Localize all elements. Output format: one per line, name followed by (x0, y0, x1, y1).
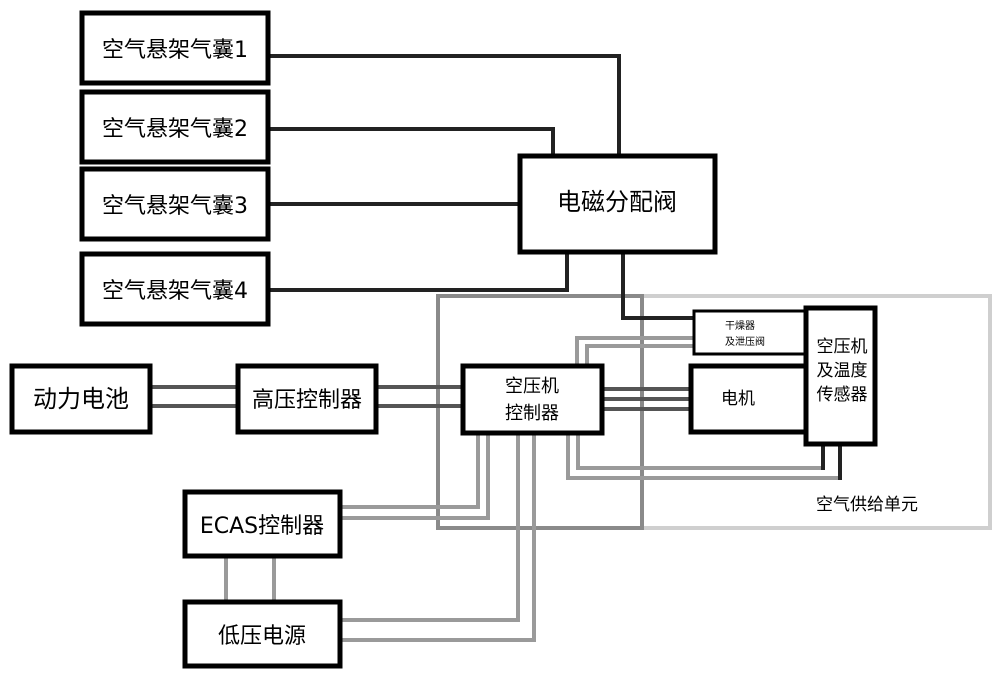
solenoid-valve-block: 电磁分配阀 (517, 153, 718, 255)
temp-sensor-label-3: 传感器 (817, 385, 868, 405)
power-battery-label: 动力电池 (33, 385, 129, 413)
wire-lv-controller-2 (340, 433, 536, 642)
compressor-controller-label-1: 空压机 (505, 376, 559, 397)
compressor-controller-label-2: 控制器 (505, 403, 559, 424)
dryer-valve-label-2: 及泄压阀 (725, 335, 765, 348)
motor-block: 电机 (688, 363, 809, 435)
solenoid-valve-label: 电磁分配阀 (557, 188, 677, 216)
airbag-2-label: 空气悬架气囊2 (102, 117, 248, 142)
wire-lv-controller-1 (340, 433, 520, 622)
pipe-airbag2-valve (268, 127, 555, 156)
pipe-airbag1-valve (268, 54, 621, 156)
wire-controller-dryer-2 (585, 344, 694, 366)
power-battery-block: 动力电池 (9, 363, 153, 435)
ecas-controller-block: ECAS控制器 (182, 489, 343, 559)
airbag-3-block: 空气悬架气囊3 (79, 166, 271, 242)
lv-power-label: 低压电源 (218, 624, 306, 649)
airbag-2-block: 空气悬架气囊2 (79, 89, 271, 165)
air-supply-unit-label: 空气供给单元 (816, 495, 918, 515)
compressor-controller-enclosure (436, 294, 644, 530)
pipe-airbag4-valve (268, 252, 569, 292)
wire-controller-sensor-2 (576, 433, 825, 470)
motor-label: 电机 (721, 389, 755, 409)
temp-sensor-label-2: 及温度 (817, 361, 868, 381)
compressor-controller-block: 空压机 控制器 (460, 363, 605, 436)
compressor-temp-sensor-block: 空压机 及温度 传感器 (803, 305, 878, 447)
hv-controller-block: 高压控制器 (235, 363, 379, 435)
lv-power-block: 低压电源 (182, 599, 343, 669)
airbag-4-block: 空气悬架气囊4 (79, 251, 271, 327)
wire-controller-dryer-1 (575, 336, 694, 366)
dryer-valve-block: 干燥器 及泄压阀 (692, 309, 808, 356)
pipe-valve-dryer (621, 252, 694, 320)
temp-sensor-label-1: 空压机 (817, 337, 868, 357)
wire-ecas-controller-2 (340, 433, 490, 520)
airbag-1-block: 空气悬架气囊1 (79, 10, 271, 86)
wire-controller-sensor-1 (566, 433, 842, 480)
ecas-controller-label: ECAS控制器 (200, 514, 324, 539)
dryer-valve-label-1: 干燥器 (725, 320, 755, 332)
airbag-3-label: 空气悬架气囊3 (102, 194, 248, 219)
airbag-1-label: 空气悬架气囊1 (102, 38, 248, 63)
airbag-4-label: 空气悬架气囊4 (102, 279, 248, 304)
hv-controller-label: 高压控制器 (252, 388, 362, 413)
wire-ecas-controller-1 (340, 433, 480, 509)
